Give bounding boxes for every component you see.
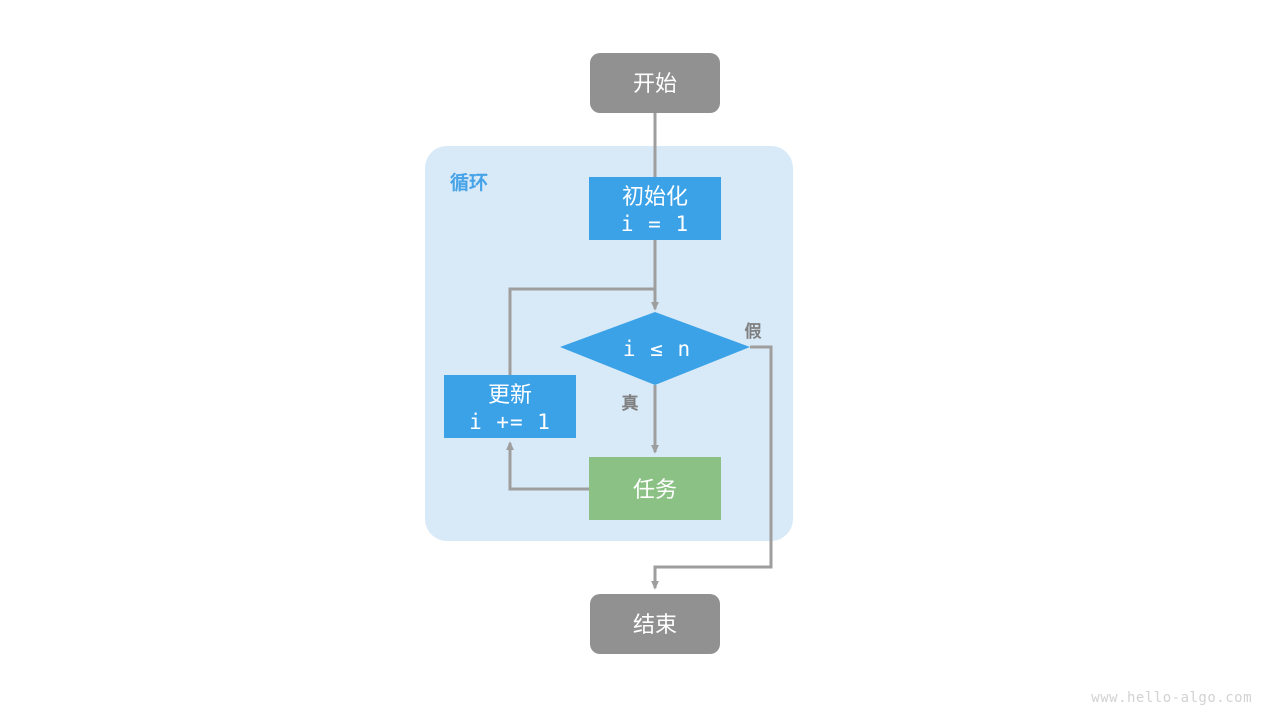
edge-label-true: 真 (622, 393, 639, 413)
node-init-label-line1: 初始化 (622, 184, 688, 209)
node-start-label: 开始 (633, 71, 677, 96)
edge-condition-to-end (651, 345, 773, 590)
edge-label-false: 假 (745, 321, 762, 341)
edge-task-to-update (506, 441, 589, 491)
edge-update-to-condition (508, 287, 657, 375)
node-update-label-line2: i += 1 (469, 410, 551, 434)
watermark: www.hello-algo.com (1091, 690, 1252, 706)
node-init-label-line2: i = 1 (621, 212, 689, 236)
node-start[interactable] (590, 53, 720, 113)
node-update-label-line1: 更新 (488, 382, 532, 407)
node-init[interactable] (589, 177, 721, 240)
node-condition[interactable] (560, 312, 750, 385)
node-condition-label: i ≤ n (623, 337, 691, 361)
node-end[interactable] (590, 594, 720, 654)
node-end-label: 结束 (633, 612, 677, 637)
loop-container-label: 循环 (450, 171, 488, 194)
node-task-label: 任务 (633, 477, 677, 502)
node-task[interactable] (589, 457, 721, 520)
node-update[interactable] (444, 375, 576, 438)
